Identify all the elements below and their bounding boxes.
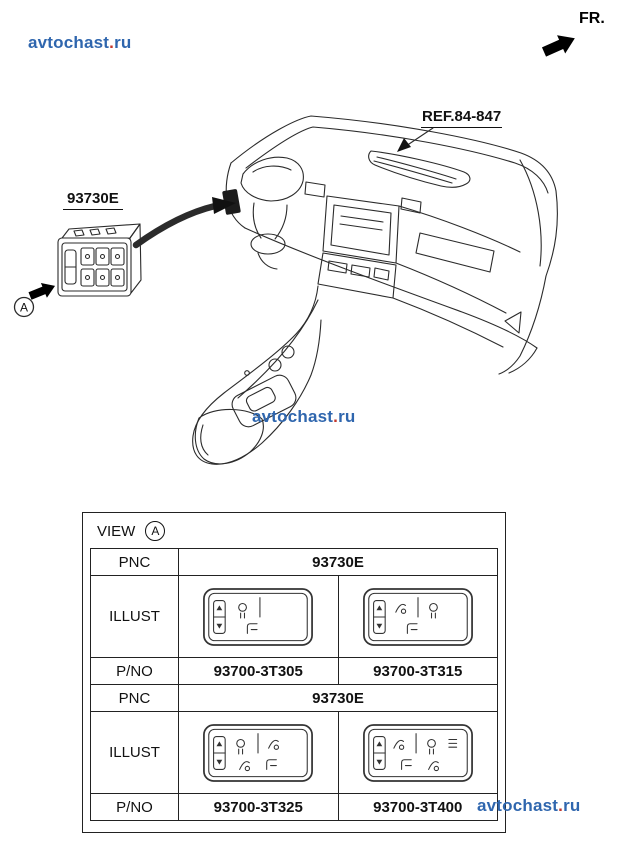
- table-row: PNC 93730E: [90, 548, 498, 576]
- dashboard-diagram: A: [13, 35, 575, 465]
- pno-value-cell: 93700-3T305: [178, 657, 339, 685]
- pno-header-cell: P/NO: [90, 793, 179, 821]
- pnc-header-cell: PNC: [90, 548, 179, 576]
- watermark-top: avtochast.ru: [28, 33, 132, 53]
- pno-value-cell: 93700-3T325: [178, 793, 339, 821]
- table-row: P/NO 93700-3T305 93700-3T315: [90, 657, 498, 685]
- switch-button-icon: [400, 758, 412, 770]
- ref-leader-arrowhead: [397, 138, 411, 152]
- view-table-title: VIEW A: [83, 513, 505, 541]
- watermark-text: avtochast: [252, 407, 334, 426]
- switch-part-illustration: [57, 223, 142, 297]
- pnc-header-cell: PNC: [90, 684, 179, 712]
- view-table: VIEW A PNC 93730E ILLUST: [82, 512, 506, 833]
- switch-illustration-2: [362, 587, 473, 646]
- watermark-bottom: avtochast.ru: [477, 796, 581, 816]
- watermark-dot: .: [109, 33, 115, 52]
- fr-arrow-icon: [541, 35, 575, 57]
- switch-button-icon: [268, 739, 280, 750]
- illust-header-cell: ILLUST: [90, 575, 179, 658]
- view-title-text: VIEW: [97, 522, 136, 540]
- ref-label: REF.84-847: [421, 108, 503, 128]
- illust-cell: [337, 711, 498, 794]
- watermark-text: avtochast: [477, 796, 559, 815]
- switch-button-icon: [448, 738, 457, 748]
- window-rocker-icon: [372, 735, 386, 770]
- parts-spec-table: PNC 93730E ILLUST: [90, 548, 498, 821]
- pno-header-cell: P/NO: [90, 657, 179, 685]
- watermark-text: ru: [114, 33, 132, 52]
- switch-button-icon: [266, 758, 278, 770]
- switch-button-icon: [395, 603, 406, 614]
- watermark-middle: avtochast.ru: [252, 407, 356, 427]
- watermark-text: ru: [338, 407, 356, 426]
- switch-button-icon: [247, 622, 258, 634]
- pnc-value-cell: 93730E: [178, 548, 498, 576]
- view-marker-circle: [13, 296, 35, 318]
- pno-value-cell: 93700-3T400: [337, 793, 498, 821]
- table-row: ILLUST: [90, 575, 498, 658]
- view-title-marker-a: A: [145, 521, 166, 541]
- pno-value-cell: 93700-3T315: [337, 657, 498, 685]
- part-code-label: 93730E: [63, 190, 123, 210]
- table-row: ILLUST: [90, 711, 498, 794]
- view-a-arrow-icon: [28, 282, 56, 300]
- switch-button-icon: [406, 622, 418, 634]
- window-rocker-icon: [372, 599, 386, 634]
- illust-cell: [178, 575, 339, 658]
- table-row: PNC 93730E: [90, 684, 498, 712]
- illust-cell: [178, 711, 339, 794]
- window-rocker-icon: [213, 599, 226, 634]
- watermark-text: avtochast: [28, 33, 110, 52]
- pnc-value-cell: 93730E: [178, 684, 498, 712]
- switch-button-icon: [239, 760, 251, 771]
- switch-illustration-4: [362, 723, 473, 782]
- switch-button-icon: [426, 738, 436, 754]
- switch-button-icon: [393, 739, 404, 750]
- switch-illustration-1: [203, 587, 314, 646]
- fr-direction-label: FR.: [579, 10, 605, 27]
- window-rocker-icon: [213, 735, 226, 770]
- switch-button-icon: [427, 760, 439, 771]
- switch-illustration-3: [203, 723, 314, 782]
- illust-cell: [337, 575, 498, 658]
- switch-button-icon: [428, 602, 438, 618]
- watermark-dot: .: [333, 407, 339, 426]
- watermark-dot: .: [558, 796, 564, 815]
- view-marker-a: A: [20, 301, 28, 315]
- switch-button-icon: [238, 602, 248, 618]
- locator-arrow: [132, 202, 219, 249]
- switch-button-icon: [236, 738, 246, 754]
- table-row: P/NO 93700-3T325 93700-3T400: [90, 793, 498, 821]
- illust-header-cell: ILLUST: [90, 711, 179, 794]
- watermark-text: ru: [563, 796, 581, 815]
